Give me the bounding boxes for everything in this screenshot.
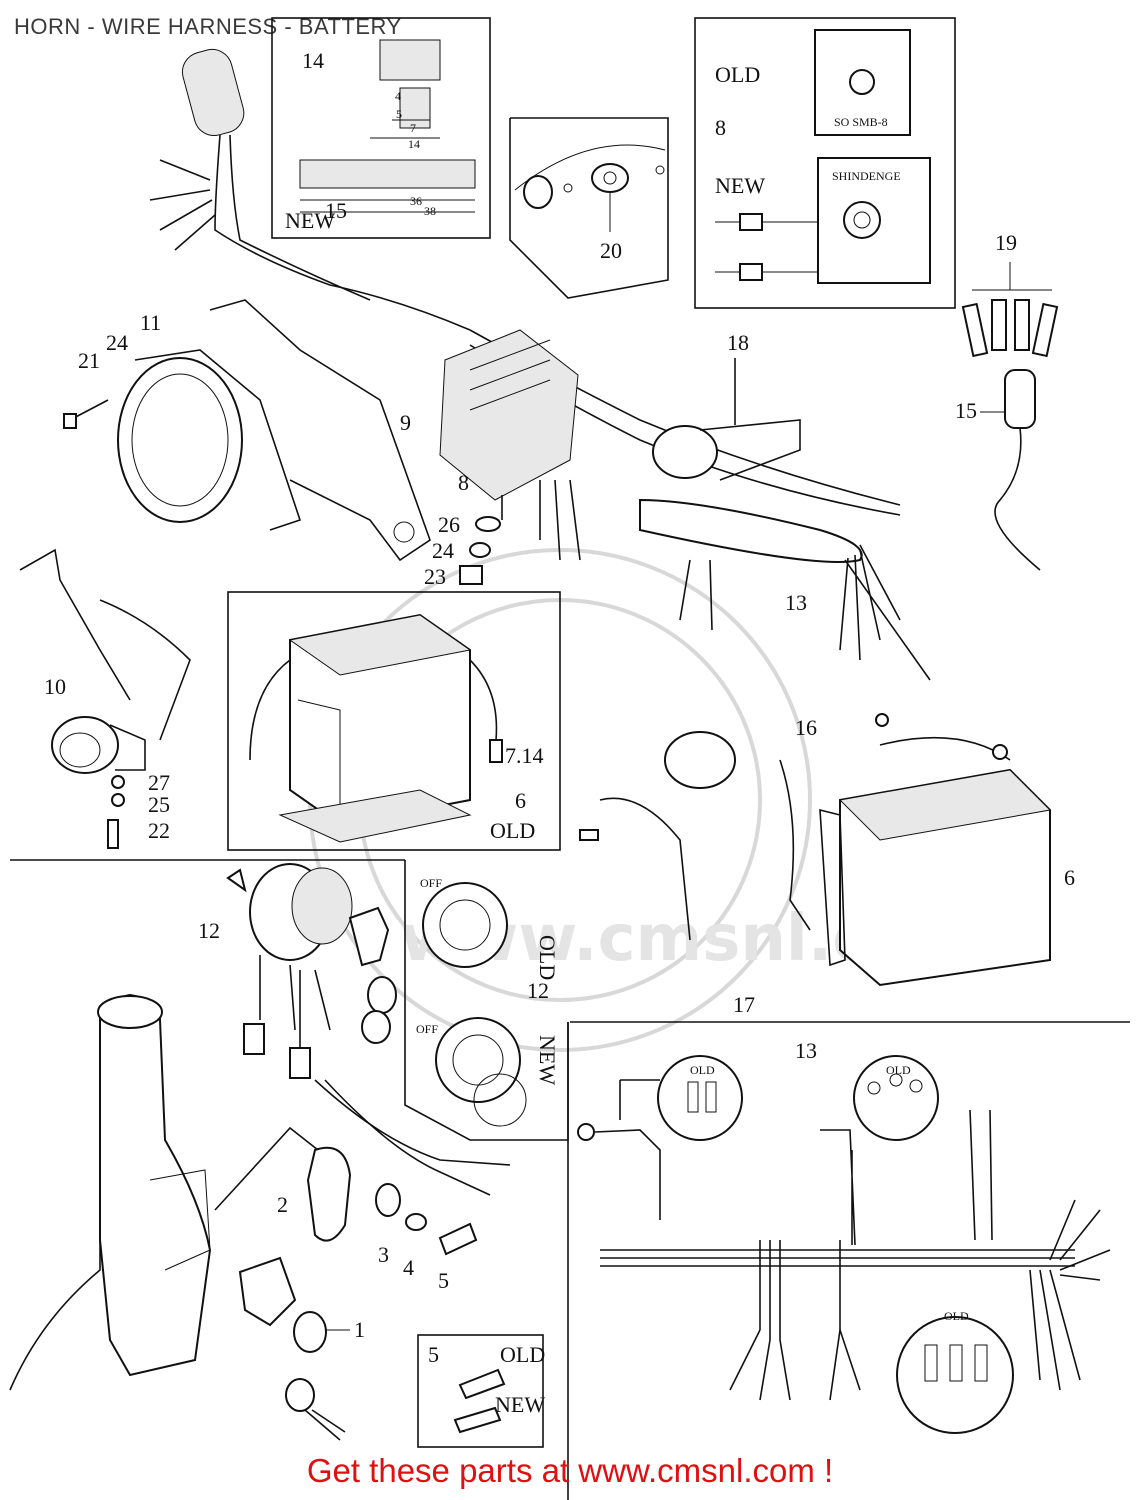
ignition-switch-12: 12 [198, 863, 511, 1196]
horn: 11 21 24 [63, 310, 302, 531]
callout-6-new: 6 [1064, 865, 1075, 890]
callout-26: 26 [438, 512, 460, 537]
callout-7-14: 7.14 [505, 743, 544, 768]
label-new-screw: NEW [495, 1392, 545, 1417]
label-old-conn2: OLD [886, 1063, 911, 1077]
old-battery-inset: 7.14 6 OLD [227, 591, 561, 851]
condenser-harness: 18 13 [539, 330, 931, 681]
grommet-inset: 20 [509, 117, 669, 299]
callout-13: 13 [785, 590, 807, 615]
screw-inset: 5 OLD NEW [417, 1334, 545, 1448]
fuses: 19 15 [955, 230, 1059, 571]
label-new-8: NEW [715, 173, 765, 198]
dimension-inset: 14 15 NEW 14 7 5 4 36 38 [271, 17, 491, 239]
callout-17: 17 [733, 992, 755, 1017]
callout-8-inset: 8 [715, 115, 726, 140]
label-old-screw: OLD [500, 1342, 545, 1367]
callout-20: 20 [600, 238, 622, 263]
label-old-battery: OLD [490, 818, 535, 843]
dim-4: 4 [395, 89, 401, 103]
callout-23: 23 [424, 564, 446, 589]
label-off-old: OFF [420, 876, 442, 890]
callout-3: 3 [378, 1242, 389, 1267]
callout-2: 2 [277, 1192, 288, 1217]
callout-10: 10 [44, 674, 66, 699]
callout-22: 22 [148, 818, 170, 843]
callout-24-horn: 24 [106, 330, 128, 355]
callout-5: 5 [438, 1268, 449, 1293]
callout-11: 11 [140, 310, 161, 335]
label-new-15: NEW [285, 208, 335, 233]
callout-27: 27 [148, 770, 170, 795]
callout-16: 16 [795, 715, 817, 740]
relay-9: 9 8 [209, 299, 579, 562]
dim-14: 14 [408, 137, 420, 151]
callout-1: 1 [354, 1317, 365, 1342]
label-old-switch: OLD [535, 935, 560, 980]
stamp2-text: SO SMB-8 [834, 115, 888, 129]
callout-15: 15 [325, 198, 347, 223]
label-new-switch: NEW [535, 1035, 560, 1085]
callout-5-inset: 5 [428, 1342, 439, 1367]
dim-36: 36 [410, 194, 422, 208]
callout-6-old: 6 [515, 788, 526, 813]
callout-15-fuse: 15 [955, 398, 977, 423]
callout-18: 18 [727, 330, 749, 355]
callout-19: 19 [995, 230, 1017, 255]
callout-24: 24 [432, 538, 454, 563]
callout-8: 8 [458, 470, 469, 495]
callout-14: 14 [302, 48, 324, 73]
callout-9: 9 [400, 410, 411, 435]
callout-13-layout: 13 [795, 1038, 817, 1063]
lever-and-keys: 2 3 4 5 1 [9, 993, 478, 1441]
label-old-conn1: OLD [690, 1063, 715, 1077]
switch-insets: OFF OFF OLD 12 NEW [404, 860, 569, 1141]
callout-12: 12 [198, 918, 220, 943]
callout-25: 25 [148, 792, 170, 817]
dim-7: 7 [410, 121, 416, 135]
dim-5: 5 [396, 107, 402, 121]
callout-4: 4 [403, 1255, 414, 1280]
switch-10: 10 27 25 22 [19, 548, 191, 849]
relay-inset: OLD 8 NEW SHINDENGE SO SMB-8 [694, 17, 956, 309]
callout-21: 21 [78, 348, 100, 373]
stamp-text: SHINDENGE [832, 169, 901, 183]
grip-harness [149, 48, 901, 516]
dim-38: 38 [424, 204, 436, 218]
callout-12-inset: 12 [527, 978, 549, 1003]
footer-link[interactable]: Get these parts at www.cmsnl.com ! [306, 1452, 834, 1489]
harness-layout: 13 OLD OLD OLD [577, 1038, 1111, 1434]
label-old-conn3: OLD [944, 1309, 969, 1323]
new-battery: 6 16 17 [579, 713, 1075, 1017]
label-off-new: OFF [416, 1022, 438, 1036]
label-old-8: OLD [715, 62, 760, 87]
washers: 26 24 23 [424, 512, 501, 589]
